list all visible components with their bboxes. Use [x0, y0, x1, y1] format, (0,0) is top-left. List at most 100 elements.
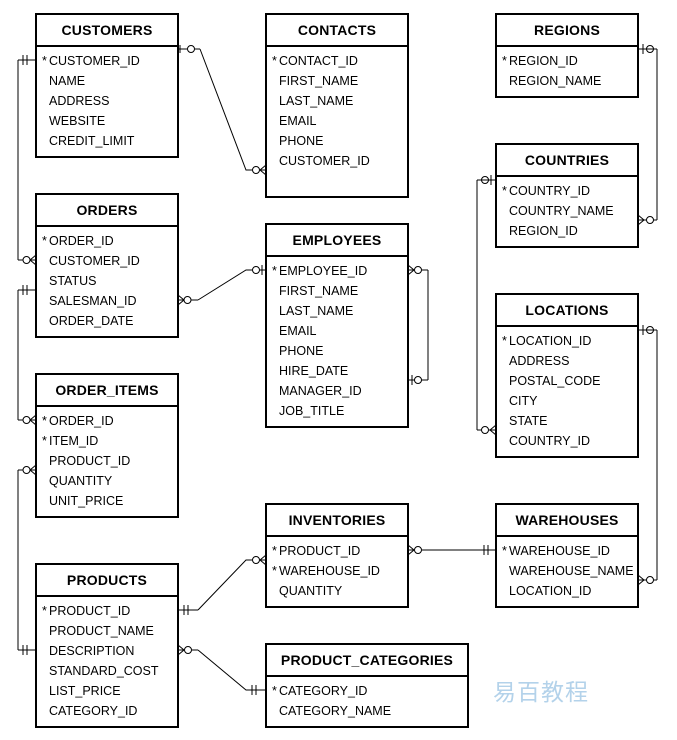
attribute-row: *PRODUCT_ID — [37, 601, 177, 621]
attribute-row: HIRE_DATE — [267, 361, 407, 381]
attribute-name: REGION_ID — [509, 54, 578, 68]
attribute-name: STATE — [509, 414, 548, 428]
attribute-row: QUANTITY — [37, 471, 177, 491]
attribute-name: WEBSITE — [49, 114, 106, 128]
attribute-row: PHONE — [267, 131, 407, 151]
attribute-row: *PRODUCT_ID — [267, 541, 407, 561]
attribute-row: CATEGORY_ID — [37, 701, 177, 721]
primary-key-marker: * — [42, 604, 47, 618]
attribute-row: ORDER_DATE — [37, 311, 177, 331]
attribute-row: LIST_PRICE — [37, 681, 177, 701]
attribute-name: CITY — [509, 394, 538, 408]
primary-key-marker: * — [272, 564, 277, 578]
attribute-row: REGION_ID — [497, 221, 637, 241]
attribute-row: JOB_TITLE — [267, 401, 407, 421]
primary-key-marker: * — [42, 434, 47, 448]
attribute-name: ORDER_DATE — [49, 314, 134, 328]
attribute-row: *EMPLOYEE_ID — [267, 261, 407, 281]
attribute-row: WAREHOUSE_NAME — [497, 561, 637, 581]
rel-products-product-categories — [177, 644, 266, 695]
rel-customers-orders — [17, 55, 37, 266]
attribute-name: WAREHOUSE_ID — [279, 564, 380, 578]
attribute-name: REGION_NAME — [509, 74, 602, 88]
attribute-list: *REGION_ID REGION_NAME — [497, 47, 637, 91]
attribute-row: EMAIL — [267, 321, 407, 341]
primary-key-marker: * — [42, 414, 47, 428]
attribute-name: EMAIL — [279, 114, 317, 128]
attribute-name: LAST_NAME — [279, 94, 354, 108]
rel-regions-countries — [637, 44, 658, 226]
attribute-name: COUNTRY_ID — [509, 184, 591, 198]
attribute-row: NAME — [37, 71, 177, 91]
entity-title: EMPLOYEES — [267, 225, 407, 257]
rel-locations-warehouses — [637, 325, 658, 586]
attribute-name: DESCRIPTION — [49, 644, 135, 658]
attribute-name: QUANTITY — [279, 584, 343, 598]
rel-employees-manager — [407, 264, 429, 385]
attribute-name: CATEGORY_NAME — [279, 704, 392, 718]
rel-inventories-warehouses — [407, 544, 496, 556]
rel-countries-locations — [476, 175, 497, 436]
attribute-row: *CONTACT_ID — [267, 51, 407, 71]
entity-title: LOCATIONS — [497, 295, 637, 327]
attribute-row: *REGION_ID — [497, 51, 637, 71]
primary-key-marker: * — [42, 54, 47, 68]
entity-title: ORDERS — [37, 195, 177, 227]
attribute-row: SALESMAN_ID — [37, 291, 177, 311]
attribute-name: ORDER_ID — [49, 414, 114, 428]
entity-title: CONTACTS — [267, 15, 407, 47]
attribute-name: REGION_ID — [509, 224, 578, 238]
attribute-name: ADDRESS — [49, 94, 110, 108]
entity-title: REGIONS — [497, 15, 637, 47]
attribute-name: CATEGORY_ID — [49, 704, 138, 718]
attribute-row: FIRST_NAME — [267, 71, 407, 91]
attribute-row: *ORDER_ID — [37, 411, 177, 431]
entity-inventories[interactable]: INVENTORIES *PRODUCT_ID *WAREHOUSE_ID QUANT… — [265, 503, 409, 608]
attribute-row: DESCRIPTION — [37, 641, 177, 661]
attribute-name: WAREHOUSE_ID — [509, 544, 610, 558]
attribute-name: LIST_PRICE — [49, 684, 121, 698]
attribute-row: STATE — [497, 411, 637, 431]
entity-title: ORDER_ITEMS — [37, 375, 177, 407]
attribute-name: ADDRESS — [509, 354, 570, 368]
attribute-row: QUANTITY — [267, 581, 407, 601]
entity-regions[interactable]: REGIONS *REGION_ID REGION_NAME — [495, 13, 639, 98]
attribute-row: REGION_NAME — [497, 71, 637, 91]
attribute-name: COUNTRY_ID — [509, 434, 591, 448]
entity-title: INVENTORIES — [267, 505, 407, 537]
attribute-row: ADDRESS — [37, 91, 177, 111]
attribute-row: LAST_NAME — [267, 91, 407, 111]
attribute-row: PRODUCT_NAME — [37, 621, 177, 641]
attribute-name: PHONE — [279, 344, 324, 358]
entity-title: WAREHOUSES — [497, 505, 637, 537]
attribute-name: LAST_NAME — [279, 304, 354, 318]
attribute-row: *ITEM_ID — [37, 431, 177, 451]
rel-products-inventories — [178, 554, 267, 615]
attribute-name: WAREHOUSE_NAME — [509, 564, 634, 578]
attribute-name: MANAGER_ID — [279, 384, 362, 398]
attribute-name: PRODUCT_ID — [49, 604, 131, 618]
primary-key-marker: * — [502, 184, 507, 198]
attribute-row: CUSTOMER_ID — [37, 251, 177, 271]
watermark: 易百教程 — [493, 680, 589, 706]
attribute-name: STATUS — [49, 274, 97, 288]
entity-title: COUNTRIES — [497, 145, 637, 177]
attribute-row: ADDRESS — [497, 351, 637, 371]
attribute-row: EMAIL — [267, 111, 407, 131]
